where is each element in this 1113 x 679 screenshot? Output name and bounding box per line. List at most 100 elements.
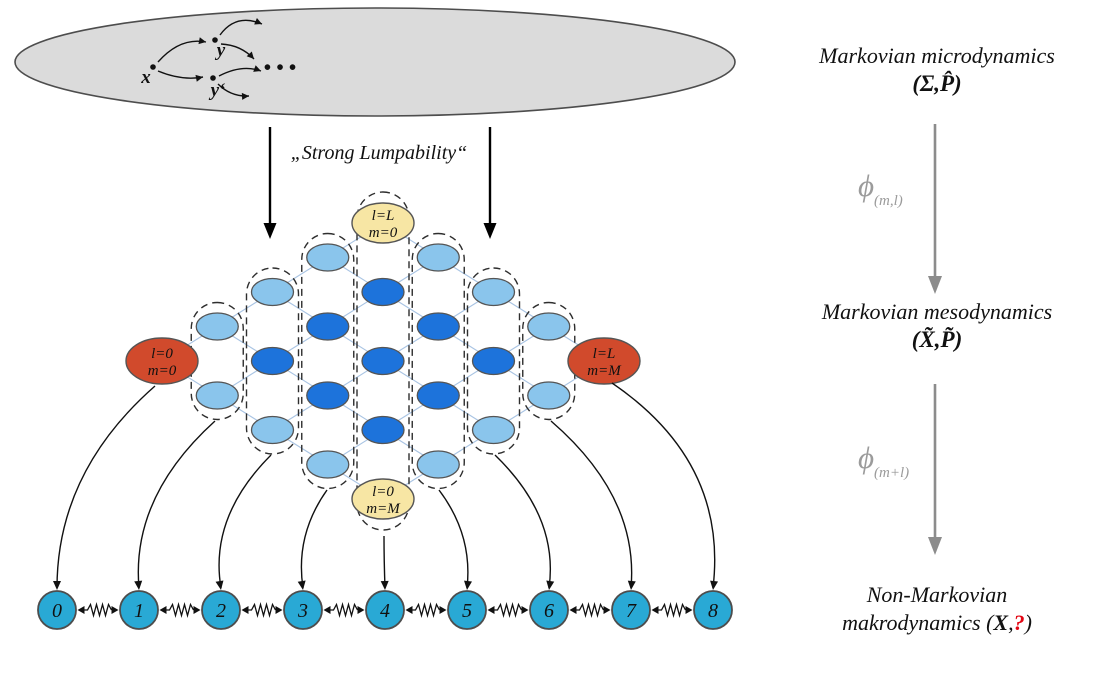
spring-arrowhead-icon	[569, 606, 577, 614]
x-state-label: x	[140, 67, 151, 88]
spring-arrowhead-icon	[521, 606, 529, 614]
meso-node-interior	[361, 346, 405, 376]
arrowhead-icon	[380, 580, 389, 590]
macro-state-5	[447, 590, 487, 630]
y-state-dot	[212, 37, 218, 43]
phi-subscript: (m,l)	[874, 193, 903, 209]
macro-state-6	[529, 590, 569, 630]
macro-state-label: 1	[134, 600, 144, 622]
macro-state-4	[365, 590, 405, 630]
phi-map-ml-label: ϕ(m,l)	[858, 168, 903, 209]
meso-node-interior	[306, 312, 350, 341]
phi-map-ml-sum-label: ϕ(m+l)	[858, 440, 909, 481]
arrowhead-icon	[928, 537, 942, 555]
macro-state-0	[37, 590, 77, 630]
corner-node-top	[351, 202, 415, 244]
spring-arrowhead-icon	[275, 606, 283, 614]
meso-node-interior	[361, 277, 405, 307]
strong-lumpability-label: „Strong Lumpability“	[290, 142, 468, 164]
meso-lump-capsule	[301, 232, 355, 490]
arrowhead-icon	[198, 37, 206, 45]
projection-arrow	[494, 454, 552, 589]
arrowhead-icon	[254, 18, 262, 25]
corner-node-right	[567, 337, 641, 385]
spring-arrow	[658, 602, 687, 618]
meso-node-boundary	[527, 381, 571, 410]
macro-state-label: 7	[626, 600, 637, 622]
spring-arrowhead-icon	[405, 606, 413, 614]
macro-close-paren: )	[1024, 610, 1032, 635]
macro-state-1	[119, 590, 159, 630]
macro-line1: Non-Markovian	[866, 582, 1008, 607]
projection-arrow	[137, 420, 216, 589]
corner-label-left: m=0	[148, 363, 177, 379]
spring-arrowhead-icon	[323, 606, 331, 614]
meso-node-boundary	[471, 277, 516, 307]
macro-dynamics-caption: Non-Markovian makrodynamics (X,?)	[763, 581, 1111, 637]
spring-arrowhead-icon	[77, 606, 85, 614]
corner-label-right: l=L	[593, 346, 616, 362]
arrowhead-icon	[246, 51, 254, 59]
meso-lump-capsule	[466, 267, 521, 455]
arrowhead-icon	[483, 223, 497, 239]
corner-label-bottom: m=M	[366, 501, 401, 517]
projection-arrow	[300, 489, 328, 589]
macro-state-3	[283, 590, 323, 630]
phi-symbol: ϕ	[858, 440, 875, 475]
meso-node-boundary	[250, 415, 295, 445]
spring-arrowhead-icon	[487, 606, 495, 614]
corner-node-bottom	[351, 478, 415, 520]
spring-arrow	[166, 602, 195, 618]
meso-node-interior	[250, 346, 295, 376]
meso-node-boundary	[306, 243, 350, 272]
meso-node-interior	[306, 381, 350, 410]
meso-node-interior	[416, 381, 460, 410]
spring-arrow	[248, 602, 277, 618]
projection-arrow	[56, 385, 156, 589]
x-state-dot	[150, 64, 156, 70]
spring-arrowhead-icon	[193, 606, 201, 614]
phi-symbol: ϕ	[858, 168, 875, 203]
meso-tuple: (X̃,P̃)	[911, 327, 963, 352]
macro-question-mark: ?	[1013, 610, 1025, 635]
arrowhead-icon	[627, 580, 636, 590]
arrowhead-icon	[464, 580, 472, 590]
corner-node-left	[125, 337, 199, 385]
projection-arrow	[550, 420, 633, 589]
arrowhead-icon	[928, 276, 942, 294]
macro-x: X	[993, 610, 1009, 635]
y-prime-state-label: y‘	[209, 80, 226, 101]
arrowhead-icon	[53, 581, 61, 590]
macro-state-label: 0	[52, 600, 62, 622]
micro-title: Markovian microdynamics	[819, 43, 1055, 68]
micro-tuple: (Σ,P̂)	[912, 71, 962, 96]
spring-arrow	[576, 602, 605, 618]
micro-dynamics-caption: Markovian microdynamics (Σ,P̂)	[763, 42, 1111, 97]
macro-line2: makrodynamics (X,?)	[763, 609, 1111, 637]
meso-node-interior	[471, 346, 516, 376]
macro-state-label: 8	[708, 600, 718, 622]
meso-node-interior	[361, 415, 405, 445]
macro-comma: ,	[1008, 610, 1014, 635]
meso-node-boundary	[416, 243, 460, 272]
projection-arrow	[218, 454, 272, 589]
spring-arrow	[330, 602, 359, 618]
y-state-label: y	[215, 40, 226, 61]
macro-state-8	[693, 590, 733, 630]
meso-title: Markovian mesodynamics	[821, 299, 1053, 324]
phi-subscript: (m+l)	[874, 465, 910, 481]
corner-label-bottom: l=0	[372, 484, 394, 500]
meso-dynamics-caption: Markovian mesodynamics (X̃,P̃)	[763, 298, 1111, 353]
meso-lump-capsule	[356, 191, 410, 531]
meso-lump-capsule	[245, 267, 300, 455]
meso-node-boundary	[527, 312, 571, 341]
spring-arrowhead-icon	[357, 606, 365, 614]
projection-arrow	[611, 382, 716, 589]
ellipsis-dots: • • •	[264, 55, 297, 79]
corner-label-left: l=0	[151, 346, 173, 362]
y-prime-state-dot	[210, 75, 216, 81]
arrowhead-icon	[546, 580, 555, 590]
macro-state-label: 5	[462, 600, 472, 622]
meso-lump-capsule	[411, 232, 465, 490]
corner-label-right: m=M	[587, 363, 622, 379]
